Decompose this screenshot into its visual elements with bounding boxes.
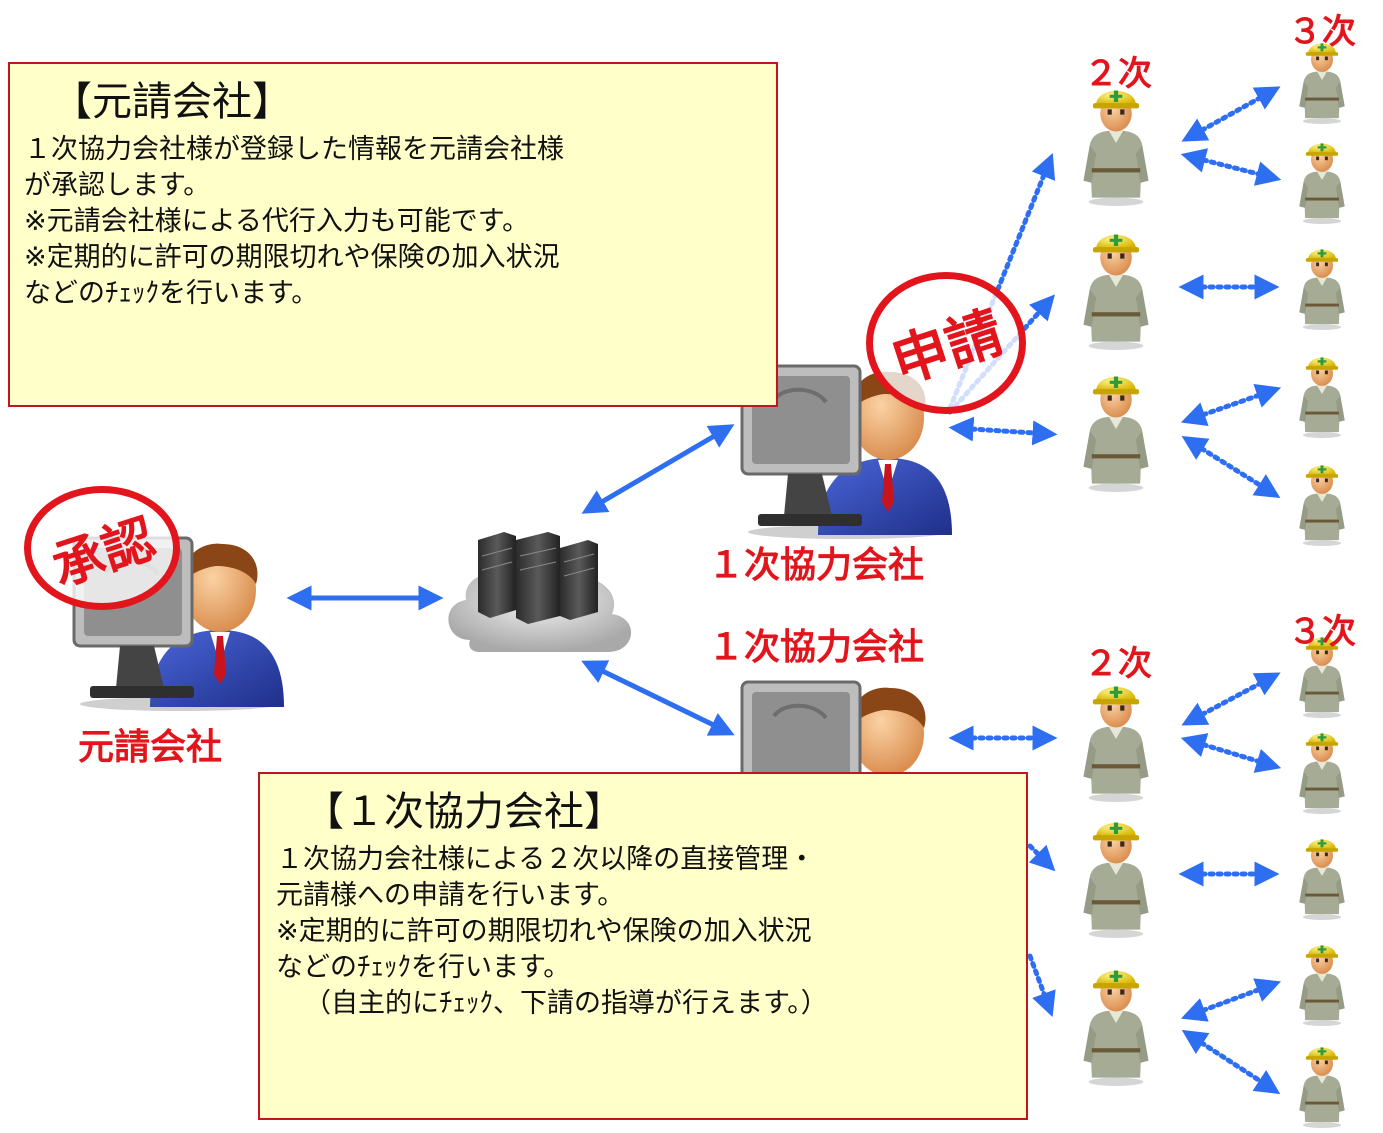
worker-sanji-icon — [1299, 465, 1345, 546]
worker-niji-icon — [1083, 90, 1149, 206]
worker-sanji-icon — [1299, 249, 1345, 330]
genuke-info-title: 【元請会社】 — [52, 79, 292, 125]
server-tower-icon — [478, 532, 598, 624]
label-niji-top: ２次 — [1084, 54, 1152, 94]
arrow-dotted-13 — [1180, 733, 1282, 773]
ichiji-info-box: 【１次協力会社】 １次協力会社様による２次以降の直接管理・ 元請様への申請を行い… — [258, 772, 1028, 1120]
arrow-dotted-8 — [1181, 436, 1281, 498]
arrow-dotted-7 — [1180, 383, 1282, 427]
genuke-info-line: ※定期的に許可の期限切れや保険の加入状況 — [24, 242, 560, 273]
worker-niji-icon — [1083, 376, 1149, 492]
ichiji-info-line: などのﾁｪｯｸを行います。 — [276, 952, 571, 983]
worker-sanji-icon — [1299, 357, 1345, 438]
approve-stamp: 承認 — [24, 486, 180, 610]
ichiji-info-line: ※定期的に許可の期限切れや保険の加入状況 — [276, 916, 812, 947]
label-sanji-bottom: ３次 — [1288, 612, 1356, 652]
arrow-dotted-16 — [1181, 1029, 1281, 1095]
arrow-dotted-15 — [1180, 978, 1282, 1022]
worker-niji-icon — [1083, 822, 1149, 938]
ichiji-info-line: １次協力会社様による２次以降の直接管理・ — [276, 844, 816, 875]
label-sanji-top: ３次 — [1288, 12, 1356, 52]
label-ichiji-top: １次協力会社 — [708, 545, 925, 586]
worker-sanji-icon — [1299, 945, 1345, 1026]
arrow-dotted-5 — [1180, 148, 1282, 186]
worker-sanji-icon — [1299, 143, 1345, 224]
label-niji-bottom: ２次 — [1084, 644, 1152, 684]
ichiji-info-title: 【１次協力会社】 — [304, 789, 624, 835]
worker-sanji-icon — [1299, 839, 1345, 920]
apply-stamp: 申請 — [866, 272, 1026, 414]
genuke-info-line: ※元請会社様による代行入力も可能です。 — [24, 206, 530, 237]
apply-stamp-text: 申請 — [884, 299, 1011, 396]
server-cloud-icon — [448, 532, 632, 652]
approve-stamp-text: 承認 — [44, 508, 163, 598]
worker-sanji-icon — [1299, 733, 1345, 814]
arrow-dotted-12 — [1181, 672, 1281, 726]
arrow-dotted-3 — [948, 416, 1058, 446]
worker-sanji-icon — [1299, 43, 1345, 124]
arrow-server-ichiji-top — [581, 424, 735, 514]
label-genuke: 元請会社 — [78, 727, 223, 768]
genuke-info-box: 【元請会社】 １次協力会社様が登録した情報を元請会社様 が承認します。 ※元請会… — [8, 62, 778, 407]
worker-niji-icon — [1083, 686, 1149, 802]
ichiji-info-line: （自主的にﾁｪｯｸ、下請の指導が行えます。） — [304, 988, 828, 1019]
worker-niji-icon — [1083, 234, 1149, 350]
arrow-dotted-10 — [1027, 843, 1056, 872]
genuke-info-line: １次協力会社様が登録した情報を元請会社様 — [24, 134, 564, 165]
worker-sanji-icon — [1299, 1047, 1345, 1128]
arrow-server-ichiji-bottom — [581, 660, 735, 736]
ichiji-info-line: 元請様への申請を行います。 — [276, 880, 625, 911]
label-ichiji-bottom: １次協力会社 — [708, 627, 925, 668]
genuke-info-line: などのﾁｪｯｸを行います。 — [24, 278, 319, 309]
genuke-info-line: が承認します。 — [24, 170, 211, 201]
arrow-dotted-4 — [1181, 86, 1281, 142]
arrow-dotted-11 — [1027, 953, 1056, 1018]
worker-niji-icon — [1083, 970, 1149, 1086]
